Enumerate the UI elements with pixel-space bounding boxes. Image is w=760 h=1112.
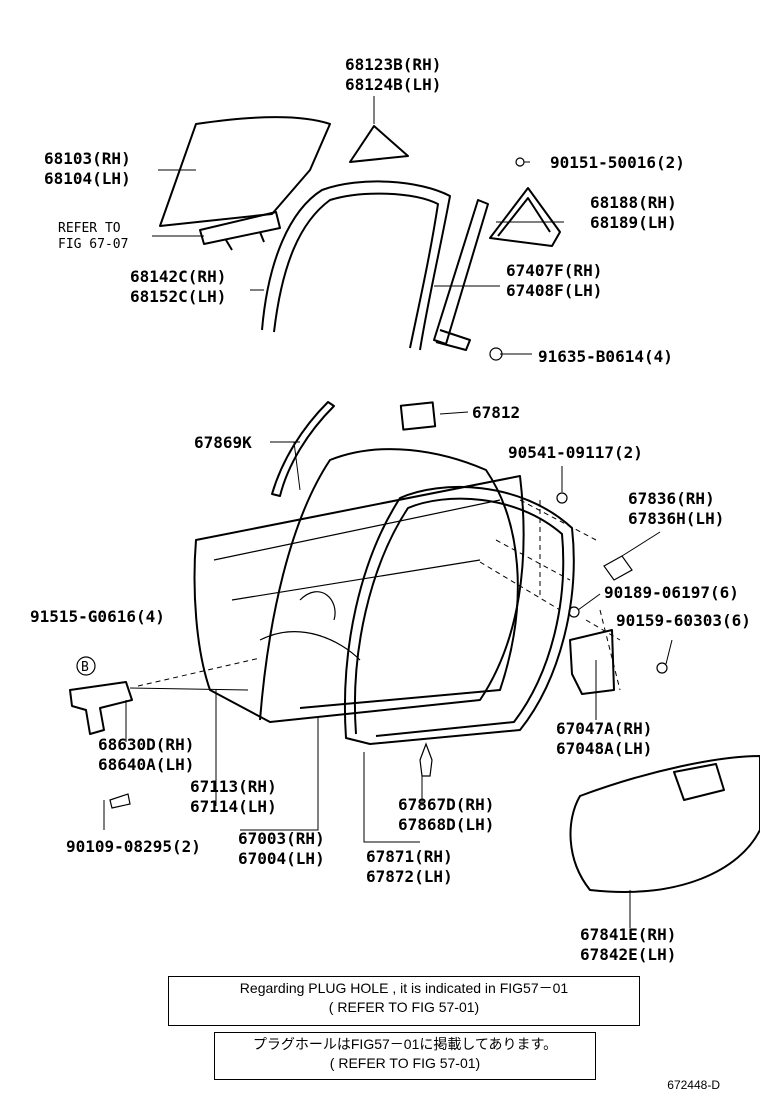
label-67841e: 67841E(RH) 67842E(LH) <box>580 925 676 964</box>
svg-text:68188(RH): 68188(RH) <box>590 193 677 212</box>
plug-hole-note-english: Regarding PLUG HOLE , it is indicated in… <box>168 976 640 1026</box>
label-67836: 67836(RH) 67836H(LH) <box>628 489 724 528</box>
fixed-quarter-glass-drawing <box>489 187 561 247</box>
hole-cover-drawing <box>399 401 437 431</box>
clip-90159-drawing <box>656 662 668 674</box>
label-68188: 68188(RH) 68189(LH) <box>590 193 677 232</box>
plug-hole-note-line2: ( REFER TO FIG 57-01) <box>328 999 480 1015</box>
hinge-bolt-b-drawing <box>76 656 96 676</box>
svg-text:REFER TO: REFER TO <box>58 221 121 236</box>
svg-text:67003(RH): 67003(RH) <box>238 829 325 848</box>
plug-hole-note-jp-line2: ( REFER TO FIG 57-01) <box>329 1055 481 1071</box>
dashed-assembly-lines <box>137 499 621 691</box>
run-channel-drawing <box>261 180 451 351</box>
door-hinge-drawing <box>69 681 133 735</box>
svg-text:90541-09117(2): 90541-09117(2) <box>508 443 643 462</box>
svg-text:67869K: 67869K <box>194 433 252 452</box>
label-90151-50016: 90151-50016(2) <box>550 153 685 172</box>
label-91635-b0614: 91635-B0614(4) <box>538 347 673 366</box>
svg-text:67841E(RH): 67841E(RH) <box>580 925 676 944</box>
belt-moulding-drawing <box>271 401 335 497</box>
svg-text:67842E(LH): 67842E(LH) <box>580 945 676 964</box>
svg-text:68123B(RH): 68123B(RH) <box>345 55 441 74</box>
svg-text:67868D(LH): 67868D(LH) <box>398 815 494 834</box>
quarter-glass-drawing <box>349 125 409 163</box>
door-trim-drawing <box>569 755 760 893</box>
svg-text:90109-08295(2): 90109-08295(2) <box>66 837 201 856</box>
door-panel-drawing <box>193 475 525 723</box>
svg-text:FIG 67-07: FIG 67-07 <box>58 237 128 252</box>
svg-text:91515-G0616(4): 91515-G0616(4) <box>30 607 165 626</box>
label-67003: 67003(RH) 67004(LH) <box>238 829 325 868</box>
svg-text:67867D(RH): 67867D(RH) <box>398 795 494 814</box>
label-67871: 67871(RH) 67872(LH) <box>366 847 453 886</box>
svg-text:68630D(RH): 68630D(RH) <box>98 735 194 754</box>
svg-text:67871(RH): 67871(RH) <box>366 847 453 866</box>
label-67812: 67812 <box>472 403 520 422</box>
svg-text:67812: 67812 <box>472 403 520 422</box>
plug-hole-note-japanese: プラグホールはFIG57－01に掲載してあります。 ( REFER TO FIG… <box>214 1032 596 1080</box>
svg-text:68152C(LH): 68152C(LH) <box>130 287 226 306</box>
svg-text:67408F(LH): 67408F(LH) <box>506 281 602 300</box>
label-67407f: 67407F(RH) 67408F(LH) <box>506 261 602 300</box>
bolt-90109-drawing <box>109 793 131 809</box>
svg-text:67004(LH): 67004(LH) <box>238 849 325 868</box>
door-glass-drawing <box>159 116 331 227</box>
division-bar-drawing <box>433 199 489 351</box>
svg-text:68124B(LH): 68124B(LH) <box>345 75 441 94</box>
label-67047a: 67047A(RH) 67048A(LH) <box>556 719 652 758</box>
label-refer-to-fig-67-07: REFER TO FIG 67-07 <box>58 221 128 252</box>
svg-text:67048A(LH): 67048A(LH) <box>556 739 652 758</box>
svg-text:68103(RH): 68103(RH) <box>44 149 131 168</box>
leader-lines <box>103 96 673 928</box>
svg-text:67047A(RH): 67047A(RH) <box>556 719 652 738</box>
label-67867d: 67867D(RH) 67868D(LH) <box>398 795 494 834</box>
figure-code: 672448-D <box>667 1078 720 1092</box>
label-68103: 68103(RH) 68104(LH) <box>44 149 131 188</box>
svg-text:91635-B0614(4): 91635-B0614(4) <box>538 347 673 366</box>
door-weatherstrip-drawing <box>343 485 575 745</box>
svg-text:90159-60303(6): 90159-60303(6) <box>616 611 751 630</box>
svg-text:68189(LH): 68189(LH) <box>590 213 677 232</box>
svg-text:67113(RH): 67113(RH) <box>190 777 277 796</box>
svg-text:67407F(RH): 67407F(RH) <box>506 261 602 280</box>
label-67869k: 67869K <box>194 433 252 452</box>
svg-text:68104(LH): 68104(LH) <box>44 169 131 188</box>
door-frame-drawing <box>259 448 519 721</box>
label-68630d: 68630D(RH) 68640A(LH) <box>98 735 194 774</box>
svg-text:67836H(LH): 67836H(LH) <box>628 509 724 528</box>
svg-text:68640A(LH): 68640A(LH) <box>98 755 194 774</box>
svg-text:68142C(RH): 68142C(RH) <box>130 267 226 286</box>
label-91515-g0616: 91515-G0616(4) <box>30 607 165 626</box>
plug-hole-note-jp-line1: プラグホールはFIG57－01に掲載してあります。 <box>252 1036 558 1052</box>
svg-text:B: B <box>81 660 89 675</box>
label-90159-60303: 90159-60303(6) <box>616 611 751 630</box>
screw-90151-drawing <box>515 157 525 167</box>
label-90189-06197: 90189-06197(6) <box>604 583 739 602</box>
label-68123b: 68123B(RH) 68124B(LH) <box>345 55 441 94</box>
door-panel-inner-drawing <box>213 499 501 661</box>
clip-67836-drawing <box>603 555 633 581</box>
glass-channel-drawing <box>199 211 281 251</box>
clip-90189-drawing <box>568 606 580 618</box>
svg-text:90151-50016(2): 90151-50016(2) <box>550 153 685 172</box>
plug-hole-note-line1: Regarding PLUG HOLE , it is indicated in… <box>239 980 569 996</box>
label-90541-09117: 90541-09117(2) <box>508 443 643 462</box>
clip-90541-drawing <box>556 492 568 504</box>
svg-text:90189-06197(6): 90189-06197(6) <box>604 583 739 602</box>
label-67113: 67113(RH) 67114(LH) <box>190 777 277 816</box>
svg-text:67872(LH): 67872(LH) <box>366 867 453 886</box>
label-b-marker: B <box>81 660 89 675</box>
pin-67867-drawing <box>419 742 433 777</box>
svg-text:67114(LH): 67114(LH) <box>190 797 277 816</box>
svg-text:67836(RH): 67836(RH) <box>628 489 715 508</box>
label-90109-08295: 90109-08295(2) <box>66 837 201 856</box>
label-68142c: 68142C(RH) 68152C(LH) <box>130 267 226 306</box>
